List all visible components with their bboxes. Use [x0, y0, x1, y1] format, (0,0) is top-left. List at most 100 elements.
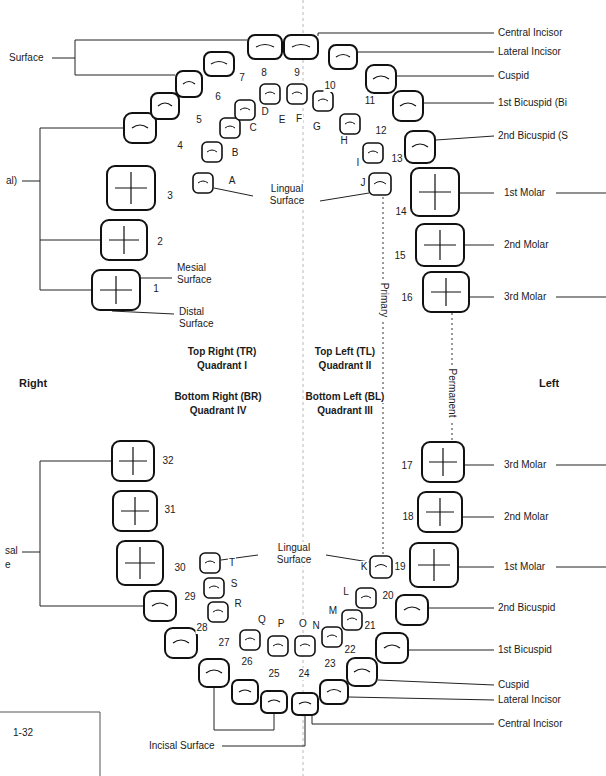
primary-tooth	[235, 100, 255, 120]
molar	[416, 224, 464, 266]
callout-number: 30	[173, 562, 186, 574]
tooth-letter: I	[356, 157, 361, 169]
callout-number: 22	[343, 644, 356, 656]
brackets	[22, 40, 247, 606]
tooth	[284, 35, 318, 59]
primary-teeth	[193, 84, 392, 656]
surface-label: Distal Surface	[178, 306, 230, 330]
tooth-letter: J	[360, 177, 367, 189]
surface-label: Lingual Surface	[262, 542, 326, 566]
primary-tooth	[240, 630, 260, 650]
callout-number: 18	[401, 511, 414, 523]
callout-number: 3	[166, 190, 174, 202]
molar	[113, 491, 157, 531]
callout-number: 1	[152, 283, 160, 295]
callout-number: 24	[297, 668, 310, 680]
quadrant-label: Quadrant III	[316, 405, 374, 417]
callout-number: 25	[267, 668, 280, 680]
callout-number: 29	[183, 591, 196, 603]
callout-number: 10	[323, 80, 336, 92]
quadrant-label: Quadrant IV	[189, 405, 248, 417]
quadrant-label: Quadrant I	[196, 360, 248, 372]
surface-label: Incisal Surface	[148, 740, 216, 752]
tooth	[261, 691, 287, 713]
tooth-name: 1st Bicuspid (Bi	[497, 97, 568, 109]
tooth-letter: T	[228, 557, 236, 569]
tooth-letter: N	[311, 620, 320, 632]
tooth-letter: M	[328, 605, 338, 617]
callout-number: 23	[323, 658, 336, 670]
tooth-letter: F	[295, 113, 303, 125]
primary-tooth	[287, 84, 307, 104]
tooth-letter: O	[298, 618, 308, 630]
arch-label: Permanent	[446, 366, 458, 421]
callout-number: 19	[393, 561, 406, 573]
callout-number: 9	[293, 67, 301, 79]
tooth	[396, 595, 428, 625]
primary-tooth	[295, 636, 315, 656]
tooth-letter: H	[339, 135, 348, 147]
tooth-name: 2nd Molar	[503, 239, 549, 251]
molar	[112, 441, 154, 481]
primary-tooth	[220, 118, 240, 138]
tooth-name: Central Incisor	[497, 718, 563, 730]
surface-label: Lingual Surface	[255, 183, 319, 207]
tooth	[366, 65, 396, 93]
tooth	[347, 658, 377, 686]
tooth	[232, 680, 258, 704]
callout-number: 15	[393, 250, 406, 262]
primary-tooth	[340, 114, 360, 134]
primary-tooth	[356, 588, 376, 608]
quadrant-label: Top Left (TL)	[314, 346, 376, 358]
callout-number: 7	[238, 72, 246, 84]
molar	[92, 270, 140, 310]
leader-lines	[112, 33, 606, 746]
callout-number: 5	[195, 114, 203, 126]
molar	[422, 442, 464, 482]
molar	[423, 272, 469, 312]
callout-number: 4	[176, 140, 184, 152]
callout-number: 6	[214, 91, 222, 103]
molar	[411, 168, 459, 216]
tooth-letter: G	[312, 121, 322, 133]
tooth-letter: E	[278, 114, 287, 126]
callout-number: 27	[217, 637, 230, 649]
tooth-letter: L	[342, 586, 350, 598]
callout-number: 31	[163, 504, 176, 516]
tooth-letter: B	[231, 147, 240, 159]
primary-tooth	[260, 84, 280, 104]
primary-tooth	[313, 91, 333, 111]
tooth	[329, 45, 357, 69]
arch-label: Primary	[378, 280, 390, 320]
tooth	[320, 680, 348, 704]
tooth-name: Central Incisor	[497, 27, 563, 39]
tooth-letter: C	[248, 122, 257, 134]
legend-text: 1-32	[12, 727, 34, 739]
surface-label: sal	[4, 545, 19, 557]
tooth-name: 3rd Molar	[503, 459, 547, 471]
tooth-letter: A	[228, 175, 237, 187]
callout-number: 17	[400, 460, 413, 472]
tooth	[199, 659, 229, 687]
tooth-name: 2nd Bicuspid (S	[497, 130, 569, 142]
callout-number: 21	[363, 620, 376, 632]
molar	[418, 492, 462, 532]
molar	[101, 220, 147, 260]
primary-tooth	[363, 143, 383, 163]
surface-label: e	[4, 559, 12, 571]
quadrant-label: Bottom Left (BL)	[305, 391, 386, 403]
tooth-name: 3rd Molar	[503, 291, 547, 303]
tooth	[144, 591, 176, 621]
primary-tooth	[268, 636, 288, 656]
surface-label: Mesial Surface	[176, 262, 228, 286]
tooth-name: Lateral Incisor	[497, 694, 562, 706]
tooth	[405, 131, 435, 163]
tooth	[151, 93, 179, 119]
quadrant-label: Top Right (TR)	[187, 346, 258, 358]
primary-tooth	[208, 602, 228, 622]
tooth-name: 1st Molar	[503, 561, 546, 573]
surface-label: al)	[5, 175, 18, 187]
tooth-letter: D	[260, 106, 269, 118]
primary-tooth	[202, 142, 222, 162]
